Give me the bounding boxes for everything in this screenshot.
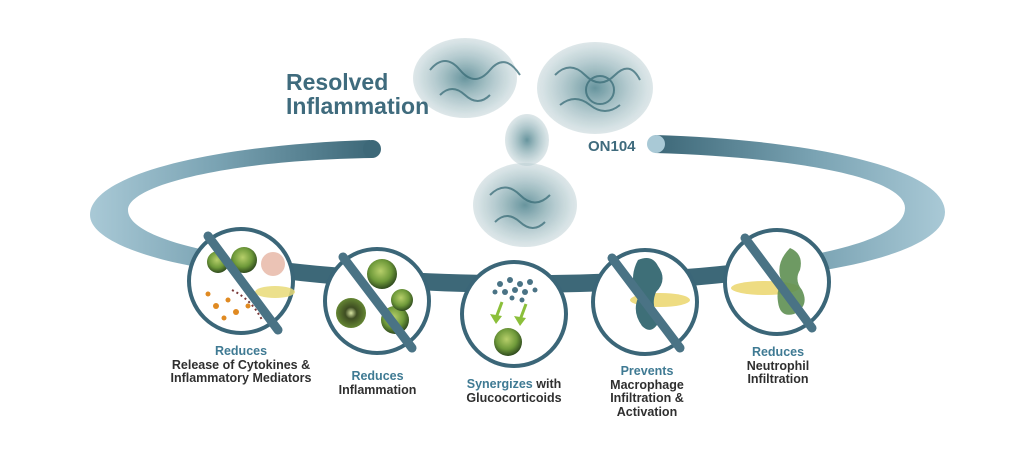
caption-highlight: Reduces: [751, 345, 805, 359]
caption-text: Macrophage Infiltration & Activation: [610, 377, 684, 419]
effect-circle-inflammation: [323, 247, 431, 355]
caption-highlight: Reduces: [351, 369, 404, 383]
caption-highlight: Prevents: [620, 364, 674, 378]
arc-left-cap: [363, 140, 381, 158]
block-slash: [338, 252, 417, 353]
caption-highlight: Synergizes: [466, 377, 533, 391]
block-slash: [740, 233, 817, 333]
effect-circle-cytokines: [187, 227, 295, 335]
arc-right: [655, 135, 945, 272]
caption-glucocorticoids: Synergizes with Glucocorticoids: [452, 377, 576, 405]
effect-circle-neutrophil: [723, 228, 831, 336]
resolved-inflammation-title: Resolved Inflammation: [286, 70, 429, 118]
block-slash: [203, 231, 283, 335]
on104-label: ON104: [588, 138, 636, 155]
caption-text: with Glucocorticoids: [466, 377, 562, 405]
antibody-illustration: [413, 38, 653, 247]
caption-neutrophil: Reduces Neutrophil Infiltration: [730, 345, 826, 387]
caption-text: Inflammation: [338, 382, 417, 397]
caption-text: Release of Cytokines & Inflammatory Medi…: [170, 357, 312, 385]
effect-circle-glucocorticoids: [460, 260, 568, 368]
caption-cytokines: Reduces Release of Cytokines & Inflammat…: [160, 344, 322, 386]
effect-circle-macrophage: [591, 248, 699, 356]
title-line-1: Resolved: [286, 69, 389, 95]
caption-inflammation: Reduces Inflammation: [320, 369, 435, 397]
block-slash: [607, 253, 685, 353]
caption-text: Neutrophil Infiltration: [746, 358, 810, 386]
title-line-2: Inflammation: [286, 93, 430, 119]
arc-left: [90, 140, 372, 272]
caption-macrophage: Prevents Macrophage Infiltration & Activ…: [592, 364, 702, 419]
arc-right-cap: [647, 135, 665, 153]
caption-highlight: Reduces: [214, 344, 268, 358]
